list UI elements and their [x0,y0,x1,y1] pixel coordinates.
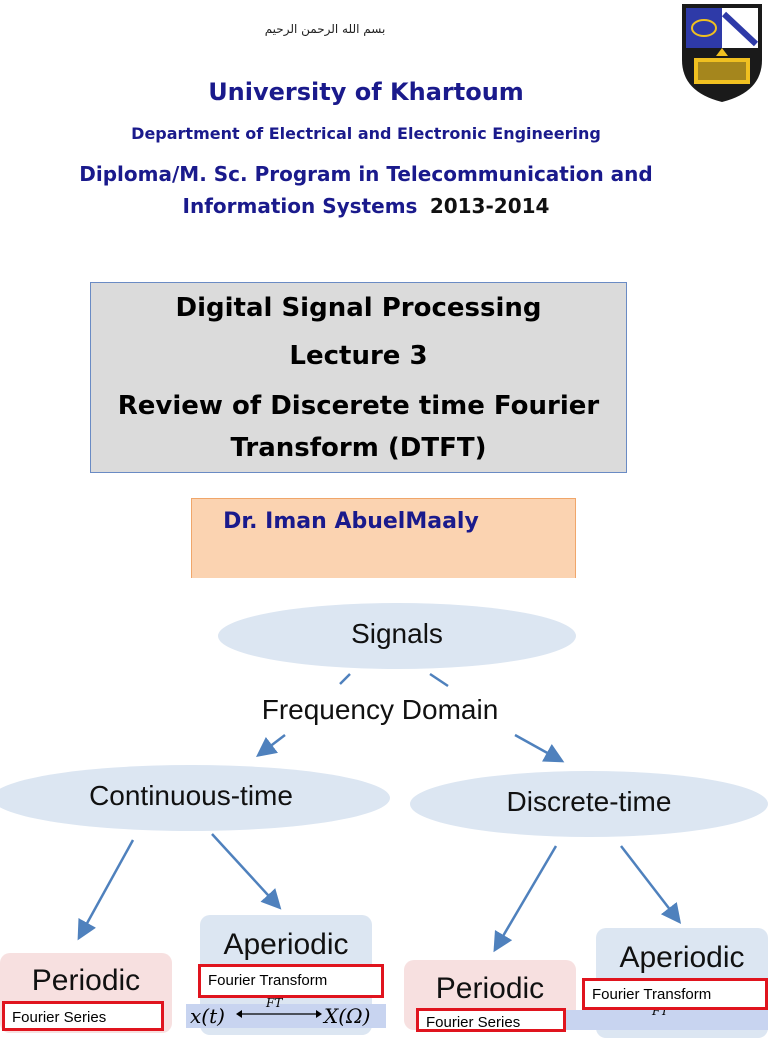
program-line-1: Diploma/M. Sc. Program in Telecommunicat… [79,162,653,186]
program-year: 2013-2014 [429,194,550,218]
signals-node [218,603,576,669]
eq-left-ft: FT [266,996,283,1010]
arrow-signals-right [429,672,449,688]
ft-equation-right: FT [566,1004,768,1030]
lecture-topic-line-2: Transform (DTFT) [230,433,487,463]
fourier-transform-right: Fourier Transform [582,978,768,1010]
eq-left-X: X(Ω) [324,1004,371,1028]
basmala-text: بسم الله الرحمن الرحيم [264,22,386,36]
course-title-box: Digital Signal Processing Lecture 3 Revi… [90,282,627,473]
university-name: University of Khartoum [208,78,524,106]
fourier-transform-left: Fourier Transform [198,964,384,998]
lecture-topic-line-1: Review of Discerete time Fourier [117,391,600,421]
ft-equation-left: x(t) FT X(Ω) [186,996,386,1028]
discrete-time-node [410,771,768,837]
arrow-to-discrete [514,733,565,763]
lecture-number: Lecture 3 [289,341,428,371]
continuous-time-node [0,765,390,831]
eq-left-x: x(t) [190,1004,225,1028]
continuous-time-label: Continuous-time [89,780,293,811]
author-box: Dr. Iman AbuelMaaly [191,498,576,578]
arrow-ct-aperiodic [211,833,282,910]
university-logo [682,4,762,102]
program-name: Information Systems [182,194,418,218]
author-name: Dr. Iman AbuelMaaly [223,509,479,534]
fourier-series-right: Fourier Series [416,1008,566,1032]
aperiodic-right-label: Aperiodic [619,941,745,974]
arrow-signals-left [339,673,351,685]
arrow-ct-periodic [77,839,135,941]
signals-label: Signals [351,618,443,649]
fourier-series-left: Fourier Series [2,1001,164,1031]
aperiodic-left-label: Aperiodic [223,928,349,961]
periodic-left-label: Periodic [31,964,141,997]
discrete-time-label: Discrete-time [506,786,672,817]
program-line-2: Information Systems 2013-2014 [0,194,732,218]
department-name: Department of Electrical and Electronic … [131,124,601,143]
frequency-domain-label: Frequency Domain [190,694,570,726]
diagram-arrows [77,672,682,953]
arrow-dt-aperiodic [620,845,682,924]
course-title: Digital Signal Processing [175,293,542,323]
arrow-to-continuous [256,734,286,758]
double-arrow-icon [236,1010,322,1018]
arrow-dt-periodic [493,845,558,953]
periodic-right-label: Periodic [435,972,545,1005]
